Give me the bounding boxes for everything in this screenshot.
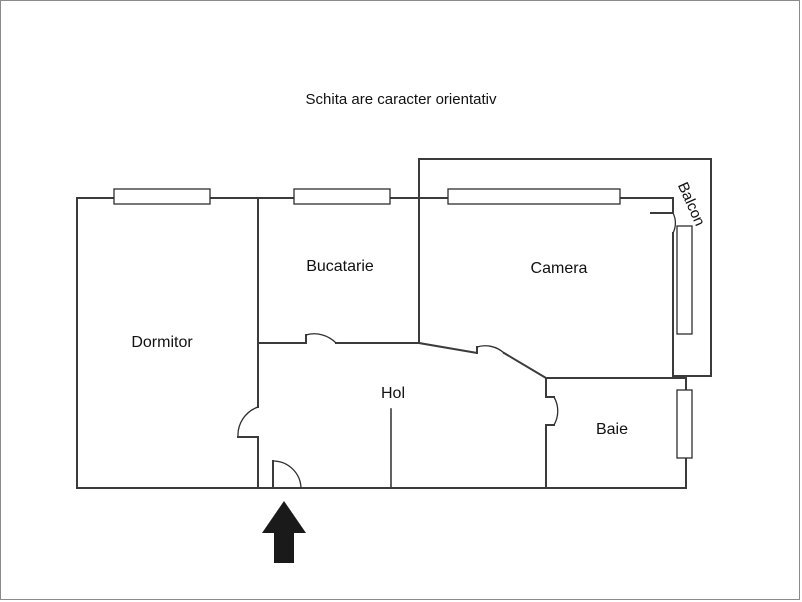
door-dormitor	[237, 406, 259, 438]
door-baie	[553, 396, 559, 426]
wall-camera-bottom-diagonal-b	[502, 351, 548, 380]
plan-title: Schita are caracter orientativ	[306, 91, 497, 108]
room-label-hol: Hol	[381, 385, 405, 402]
window-camera	[447, 188, 621, 205]
door-bucatarie	[305, 333, 337, 344]
room-label-balcon: Balcon	[674, 180, 708, 229]
room-label-dormitor: Dormitor	[131, 334, 193, 351]
window-dormitor	[113, 188, 211, 205]
door-balcon	[672, 212, 677, 234]
room-label-bucatarie: Bucatarie	[306, 258, 374, 275]
door-camera	[476, 345, 505, 354]
window-bucatarie	[293, 188, 391, 205]
wall-camera-bottom-diagonal-a	[417, 341, 479, 355]
entry-direction-arrow	[262, 501, 306, 563]
window-balcon-vertical	[676, 225, 693, 335]
window-baie-vertical	[676, 389, 693, 459]
room-label-baie: Baie	[596, 421, 628, 438]
door-entry	[272, 460, 302, 489]
room-label-camera: Camera	[531, 260, 588, 277]
